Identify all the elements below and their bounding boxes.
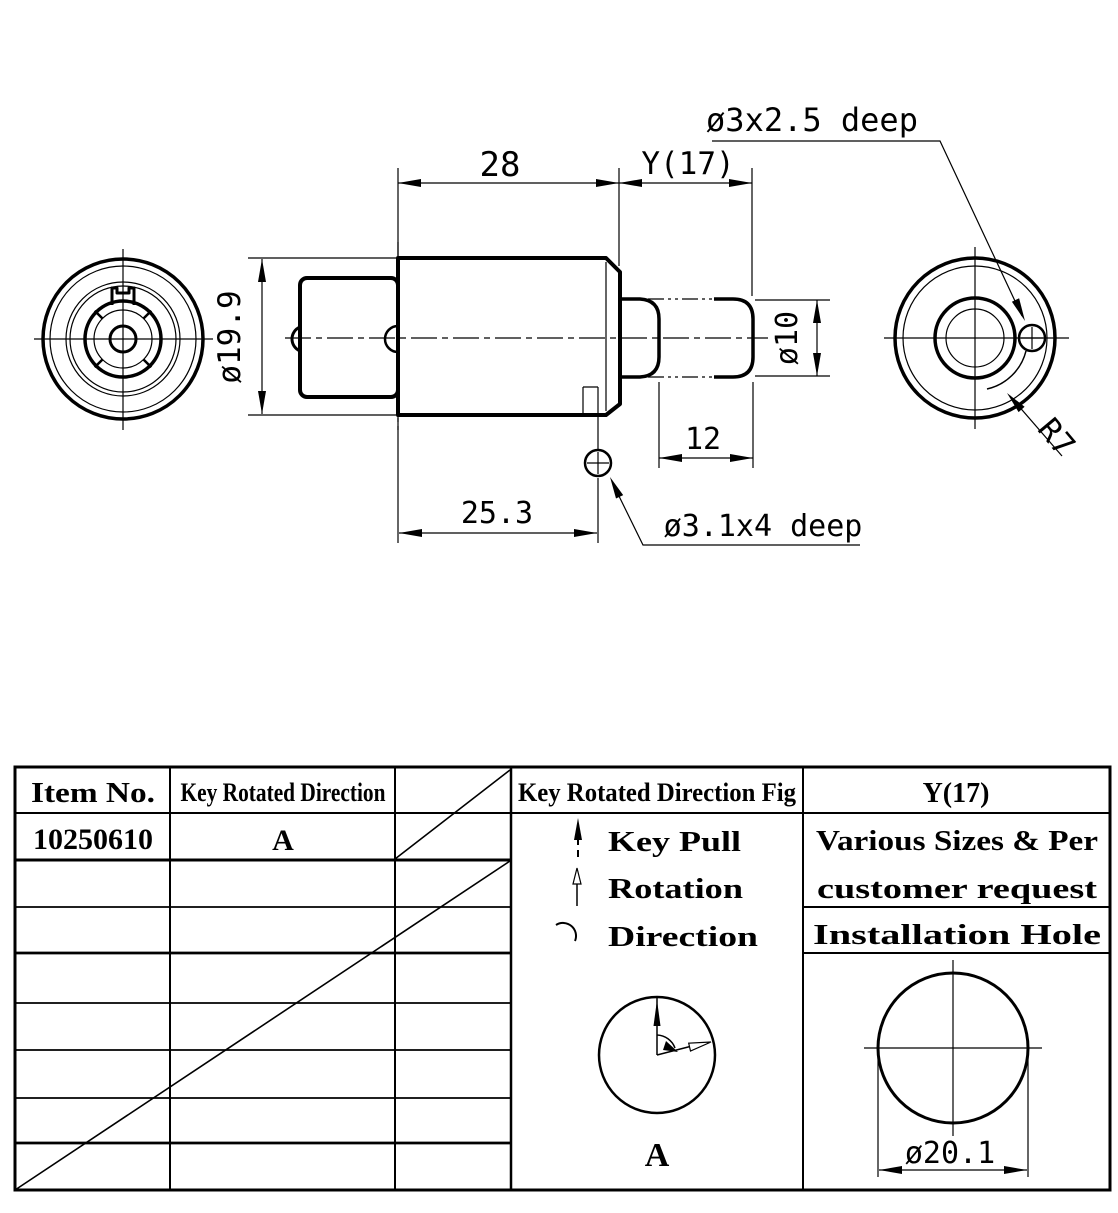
spec-table: Item No. Key Rotated Direction Key Rotat…: [13, 765, 1112, 1192]
legend-direction: Direction: [608, 921, 758, 953]
side-view: [285, 242, 768, 478]
note-rear-hole: ø3x2.5 deep: [706, 101, 918, 139]
dim-hole-offset: 25.3: [461, 496, 533, 531]
header-y17: Y(17): [923, 778, 990, 809]
front-view-crosshair: [34, 249, 213, 430]
y17-note-line2: customer request: [817, 874, 1098, 905]
table-diagonal-lines: [14, 769, 511, 1191]
dim-shaft-diameter: ø10: [770, 311, 805, 365]
front-view: [34, 249, 213, 430]
dim-body-length: 28: [480, 145, 521, 185]
body-notch: [582, 386, 599, 449]
cell-key-rotated-direction: A: [272, 824, 294, 857]
dimensions: 28 Y(17) ø19.9 ø10 12 25.3: [212, 145, 830, 543]
y17-note-line1: Various Sizes & Per: [816, 826, 1098, 857]
legend-rotation: Rotation: [608, 873, 743, 905]
y17-subheader: Installation Hole: [813, 920, 1101, 951]
fig-label: A: [645, 1137, 670, 1174]
rear-view-crosshair: [884, 247, 1069, 429]
direction-arc-icon: [555, 922, 577, 942]
rotation-direction-figure: A: [597, 995, 717, 1174]
legend-key-pull: Key Pull: [608, 826, 741, 858]
header-item-no: Item No.: [31, 778, 155, 809]
cell-item-no: 10250610: [33, 823, 153, 856]
dim-pin-offset: 12: [685, 422, 721, 457]
note-side-hole: ø3.1x4 deep: [664, 509, 863, 544]
side-hole: [583, 448, 613, 478]
shaft-near: [620, 297, 661, 379]
fig-legend: Key Pull Rotation Direction: [555, 818, 758, 953]
keyway-lugs: [93, 309, 153, 369]
cylinder-body: [396, 256, 622, 417]
rear-view: [884, 247, 1069, 429]
dim-face-diameter: ø19.9: [212, 290, 248, 383]
installation-hole-figure: ø20.1: [864, 960, 1042, 1177]
header-key-rotated-direction-fig: Key Rotated Direction Fig: [518, 778, 796, 807]
dim-installation-hole: ø20.1: [905, 1136, 995, 1171]
cam-bump: [290, 325, 301, 353]
header-key-rotated-direction: Key Rotated Direction: [181, 778, 386, 807]
dim-shaft-length: Y(17): [641, 146, 734, 182]
r7-arc: [986, 350, 1027, 390]
note-cam-radius: R7: [1030, 412, 1082, 464]
